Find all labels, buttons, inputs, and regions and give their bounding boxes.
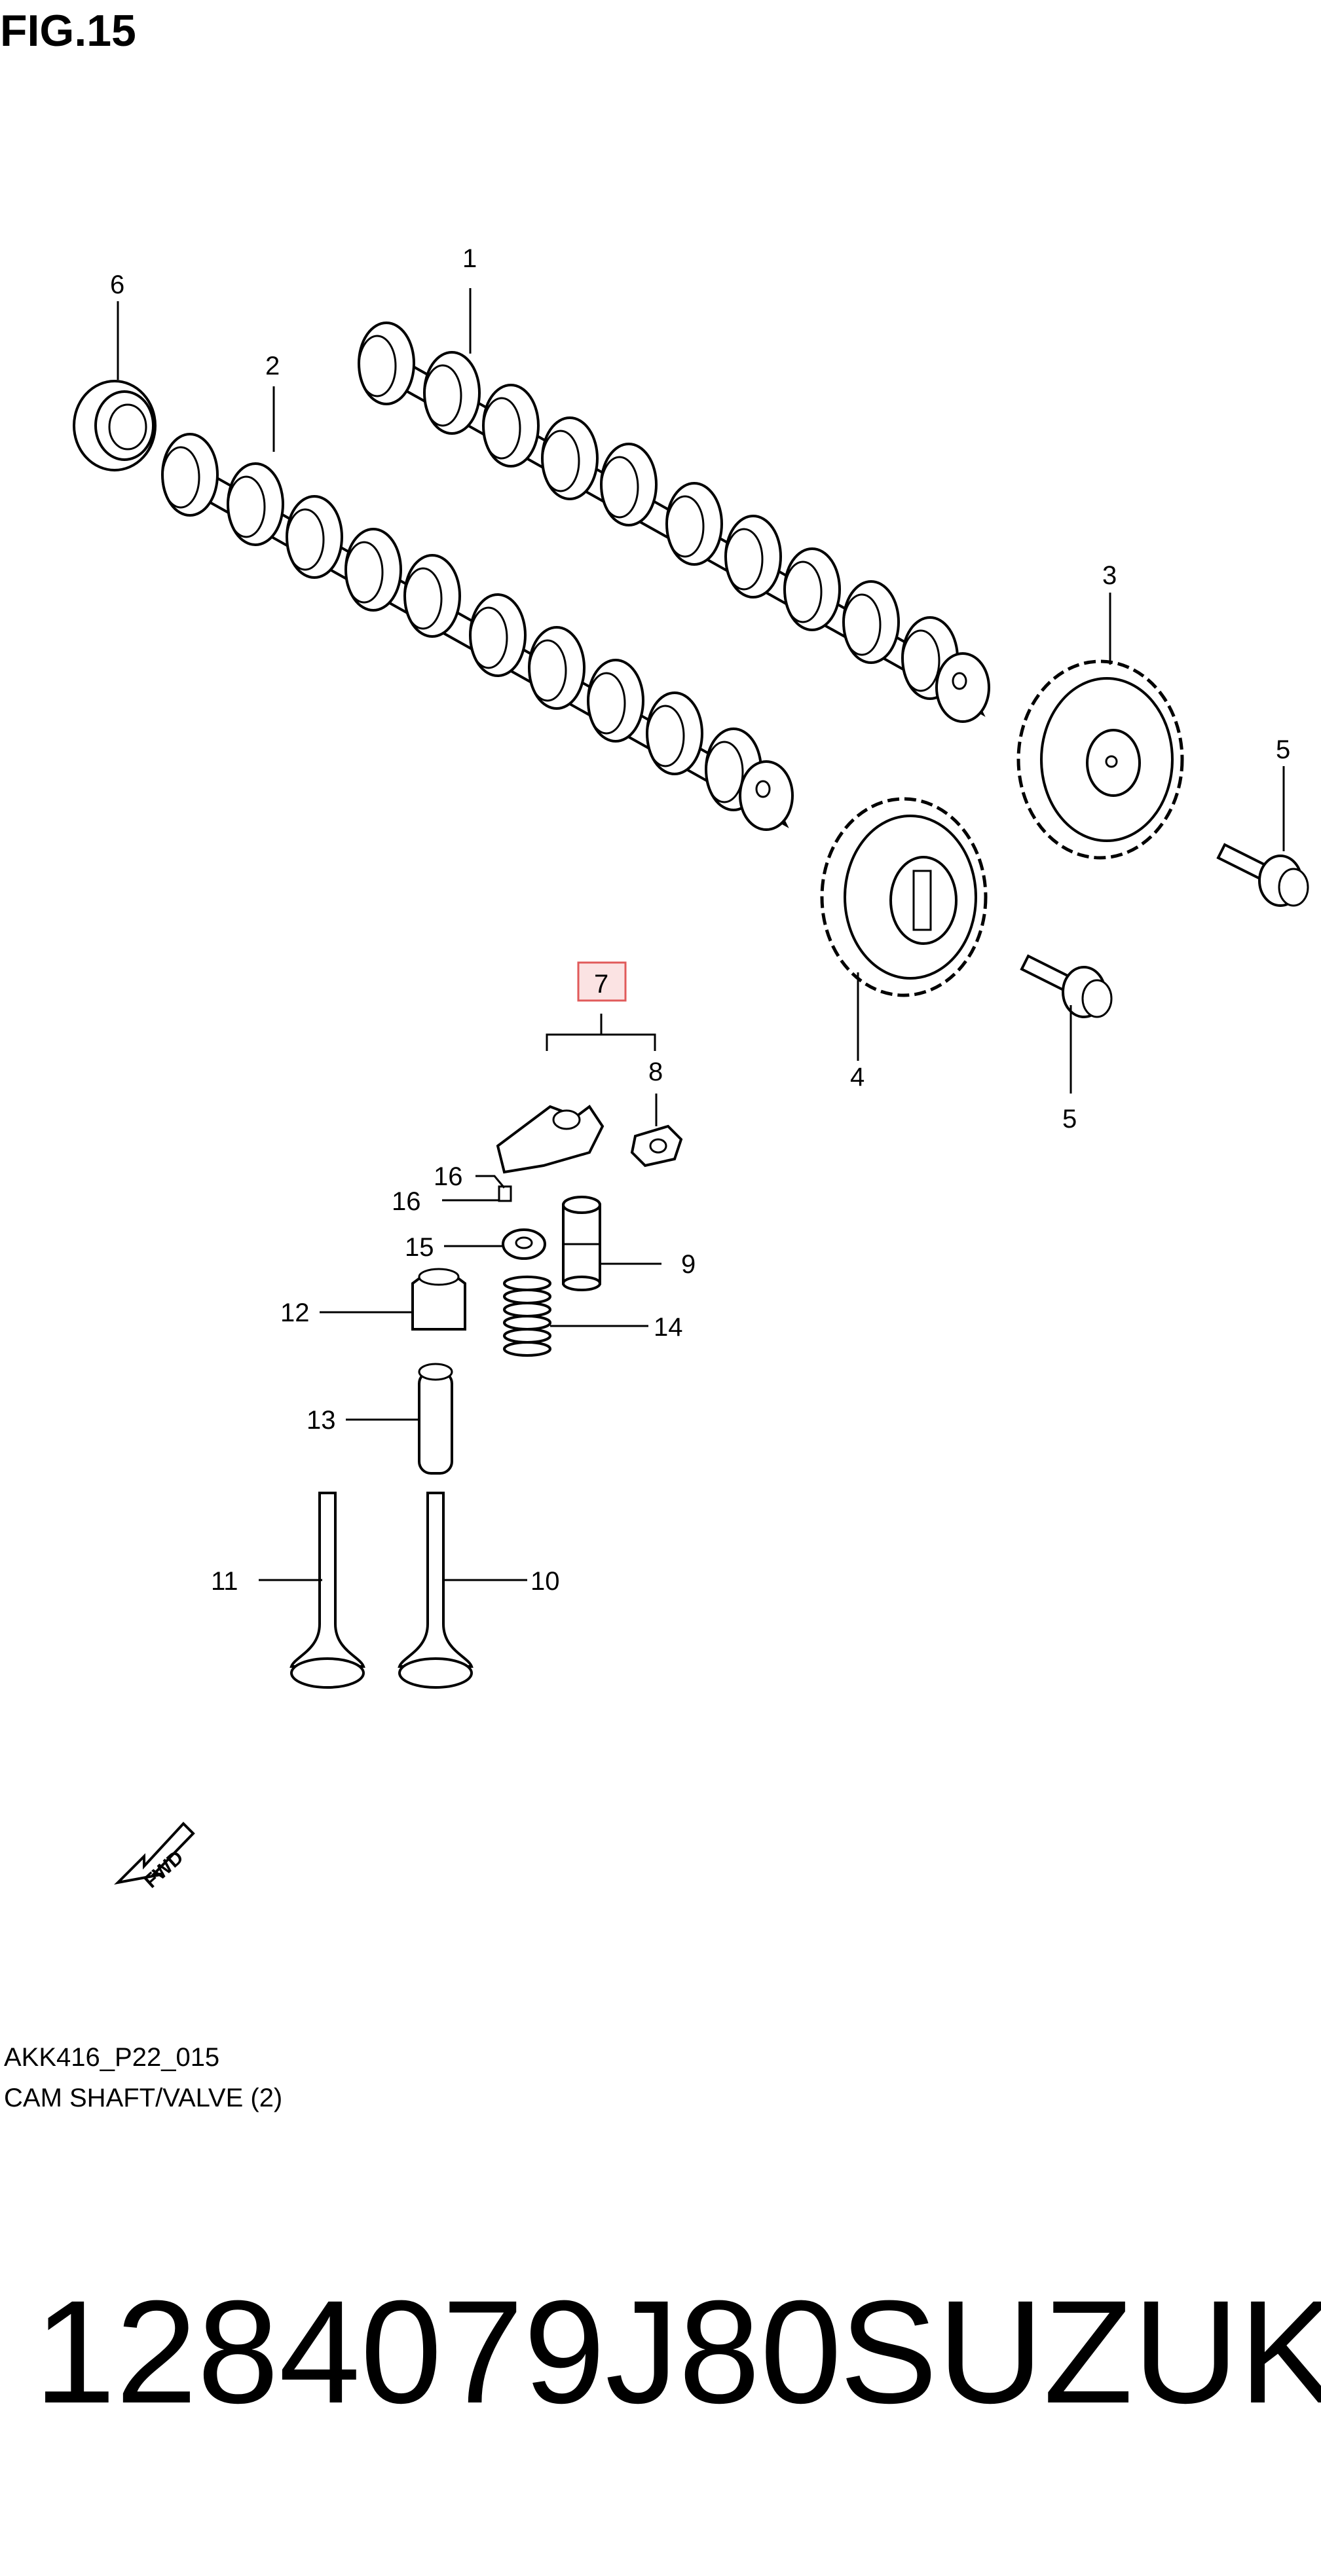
oil-seal — [73, 380, 157, 471]
highlighted-callout-box[interactable] — [577, 961, 627, 1002]
callout-16-lower: 16 — [392, 1187, 421, 1216]
callout-15: 15 — [405, 1233, 434, 1262]
valve-shim — [630, 1124, 683, 1168]
callout-3: 3 — [1102, 561, 1117, 590]
brand-name: SUZUKI — [840, 2270, 1321, 2434]
sprocket-bolt-center — [1020, 954, 1113, 1018]
callout-12: 12 — [280, 1298, 310, 1327]
rocker-arm — [496, 1105, 605, 1174]
valve-spring — [503, 1276, 551, 1359]
camshaft-upper — [358, 322, 990, 723]
camshaft-lower — [161, 433, 794, 831]
valve-stem-seal — [411, 1268, 466, 1331]
callout-5-center: 5 — [1062, 1105, 1077, 1133]
callout-8: 8 — [648, 1058, 663, 1086]
cam-sprocket-upper — [1016, 659, 1184, 860]
forward-arrow-icon — [114, 1822, 195, 1885]
cam-sprocket-lower — [820, 797, 988, 997]
figure-code: AKK416_P22_015 — [4, 2043, 220, 2072]
leader-lines — [117, 288, 1285, 1581]
callout-10: 10 — [530, 1567, 560, 1596]
spring-retainer — [502, 1228, 546, 1260]
figure-name: CAM SHAFT/VALVE (2) — [4, 2084, 283, 2112]
lash-adjuster — [562, 1196, 601, 1291]
callout-6: 6 — [110, 270, 124, 299]
callout-13: 13 — [307, 1406, 336, 1435]
valve-guide — [418, 1363, 453, 1475]
callout-7: 7 — [594, 970, 608, 999]
sprocket-bolt-right — [1216, 843, 1309, 907]
callout-14: 14 — [654, 1313, 683, 1342]
figure-title: FIG.15 — [0, 6, 136, 56]
callout-9: 9 — [681, 1250, 696, 1279]
callout-2: 2 — [265, 352, 280, 380]
exhaust-valve — [289, 1492, 365, 1689]
callout-11: 11 — [211, 1567, 238, 1596]
part-number: 1284079J80 — [34, 2270, 842, 2434]
callout-1: 1 — [462, 244, 477, 273]
callout-4: 4 — [850, 1063, 865, 1092]
callout-5-right: 5 — [1276, 735, 1290, 764]
intake-valve — [398, 1492, 474, 1689]
valve-cotter — [498, 1185, 512, 1202]
callout-16-upper: 16 — [434, 1162, 463, 1191]
